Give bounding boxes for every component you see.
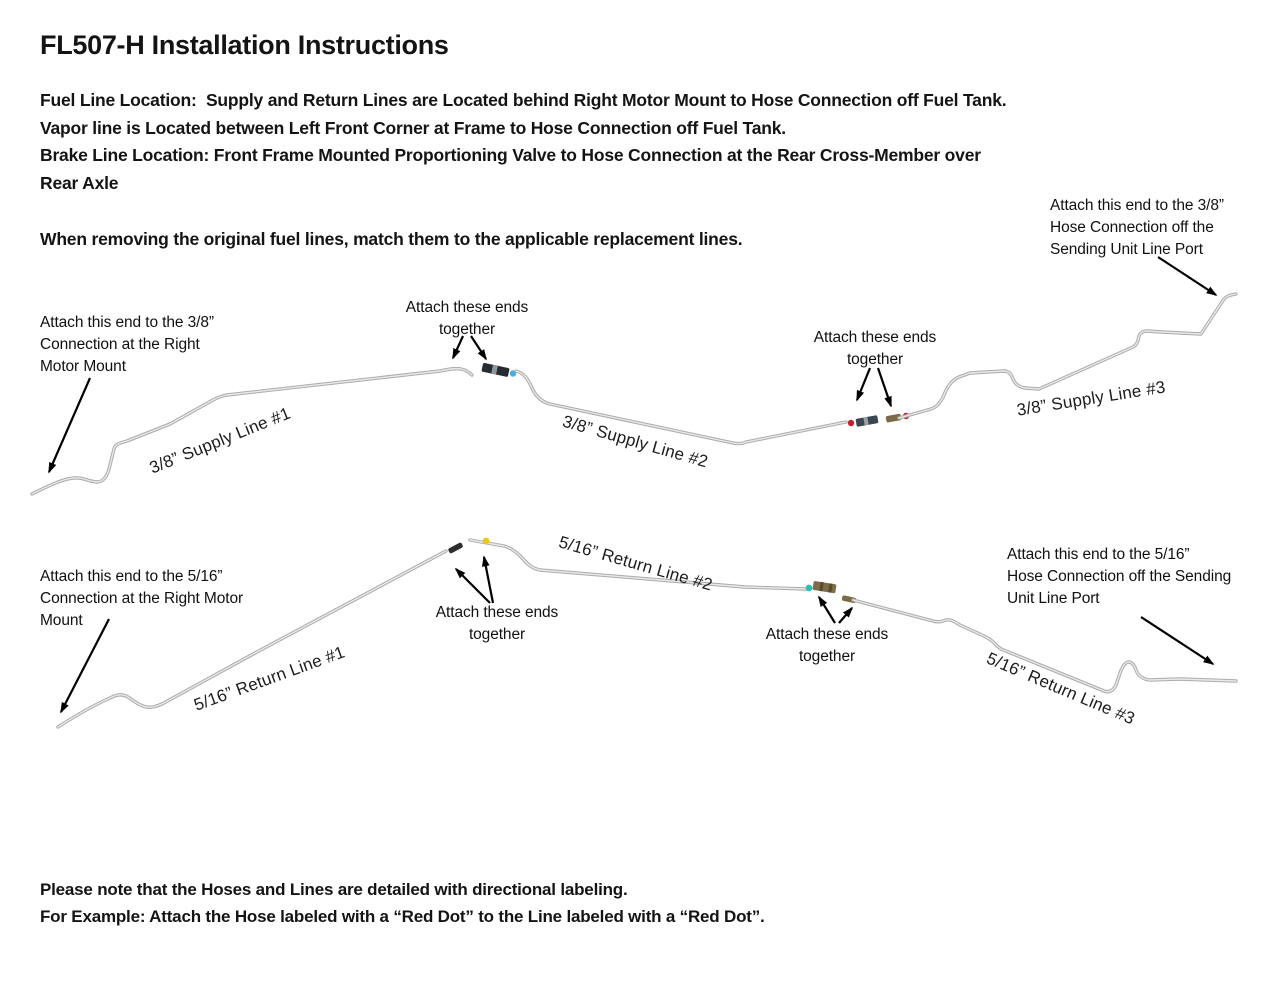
return-line-3: [851, 598, 1238, 694]
return-joint2-note: Attach these ends together: [747, 624, 907, 668]
return-joint1-arrow-right: [482, 555, 495, 604]
return-joint1-yellow-dot: [482, 537, 490, 545]
fuel-line-location-text: Fuel Line Location: Supply and Return Li…: [40, 90, 1007, 110]
supply-left-arrow: [47, 377, 92, 474]
return-joint2-fitting-ring: [819, 581, 824, 592]
supply-left-note-line3: Motor Mount: [40, 358, 126, 375]
return-joint2-fitting-body: [812, 581, 837, 594]
return-line-2: [468, 538, 808, 591]
supply-line-1: [30, 366, 474, 496]
return-right-note-line3: Unit Line Port: [1007, 590, 1100, 607]
return-joint1-note-line2: together: [468, 626, 526, 643]
removal-instruction: When removing the original fuel lines, m…: [40, 229, 743, 249]
supply-joint2-note-line1: Attach these ends: [813, 329, 937, 346]
return-left-note-line3: Mount: [40, 612, 83, 629]
supply-line-3: [897, 292, 1238, 420]
supply-joint1-note: Attach these ends together: [387, 297, 547, 341]
supply-joint1-arrow-left: [451, 335, 465, 360]
return-line-2-highlight: [469, 539, 807, 590]
return-joint1-tip-body: [448, 542, 463, 554]
brake-line-location-text: Brake Line Location: Front Frame Mounted…: [40, 145, 981, 165]
return-right-note-line2: Hose Connection off the Sending: [1007, 568, 1232, 585]
supply-right-note-line2: Hose Connection off the: [1050, 219, 1214, 236]
supply-joint2-line-fitting: [885, 413, 902, 423]
directional-labeling-note: Please note that the Hoses and Lines are…: [40, 877, 1220, 930]
return-joint1-line-tip: [448, 542, 463, 554]
vapor-line-location-text: Vapor line is Located between Left Front…: [40, 117, 786, 138]
supply-joint2-arrow-right: [876, 367, 893, 408]
supply-joint2-red-dot-left: [847, 419, 855, 427]
supply-joint1-hose-fitting: [481, 362, 510, 377]
supply-joint2-note: Attach these ends together: [795, 327, 955, 371]
return-joint2-arrow-right: [838, 606, 854, 624]
return-left-note-line2: Connection at the Right Motor: [40, 590, 244, 607]
return-left-note-line1: Attach this end to the 5/16”: [40, 568, 223, 585]
supply-line-2: [514, 369, 848, 446]
return-right-note-line1: Attach this end to the 5/16”: [1007, 546, 1190, 563]
return-right-arrow: [1140, 616, 1215, 665]
return-joint2-teal-dot: [805, 584, 813, 592]
supply-left-note: Attach this end to the 3/8” Connection a…: [40, 312, 214, 378]
return-joint2-note-line1: Attach these ends: [765, 626, 889, 643]
return-left-arrow: [60, 618, 110, 714]
page-title: FL507-H Installation Instructions: [40, 30, 449, 60]
supply-joint1-note-line1: Attach these ends: [405, 299, 529, 316]
return-joint1-note-line1: Attach these ends: [435, 604, 559, 621]
return-joint2-note-line2: together: [798, 648, 856, 665]
footer-note-line2: For Example: Attach the Hose labeled wit…: [40, 906, 765, 926]
supply-joint1-arrow-right: [470, 335, 487, 361]
return-joint2-fitting-ring2: [828, 583, 833, 593]
return-joint2-hose-fitting: [812, 581, 837, 594]
footer-note-line1: Please note that the Hoses and Lines are…: [40, 880, 628, 899]
supply-line-2-highlight: [515, 370, 847, 445]
supply-joint2-fitting-band: [863, 416, 869, 426]
return-right-note: Attach this end to the 5/16” Hose Connec…: [1007, 544, 1231, 610]
supply-joint1-fitting-band: [491, 364, 498, 375]
supply-right-note: Attach this end to the 3/8” Hose Connect…: [1050, 195, 1224, 261]
supply-right-note-line3: Sending Unit Line Port: [1050, 241, 1203, 258]
return-joint1-arrow-left: [454, 567, 491, 604]
supply-joint1-note-line2: together: [438, 321, 496, 338]
return-joint1-note: Attach these ends together: [417, 602, 577, 646]
supply-line-3-highlight: [898, 293, 1237, 419]
location-description: Fuel Line Location: Supply and Return Li…: [40, 87, 1220, 197]
supply-joint2-hose-fitting: [855, 415, 879, 427]
return-line-1: [56, 549, 448, 729]
supply-joint2-line-fitting-body: [885, 413, 902, 423]
return-line-1-highlight: [57, 550, 447, 728]
supply-joint2-note-line2: together: [846, 351, 904, 368]
supply-line-1-highlight: [31, 367, 473, 495]
supply-left-note-line1: Attach this end to the 3/8”: [40, 314, 214, 331]
return-left-note: Attach this end to the 5/16” Connection …: [40, 566, 243, 632]
supply-left-note-line2: Connection at the Right: [40, 336, 200, 353]
supply-right-arrow: [1157, 256, 1218, 296]
return-line-3-highlight: [852, 599, 1237, 693]
supply-right-note-line1: Attach this end to the 3/8”: [1050, 197, 1224, 214]
supply-joint2-arrow-left: [855, 367, 872, 402]
return-joint2-arrow-left: [818, 595, 836, 624]
rear-axle-text: Rear Axle: [40, 172, 119, 193]
